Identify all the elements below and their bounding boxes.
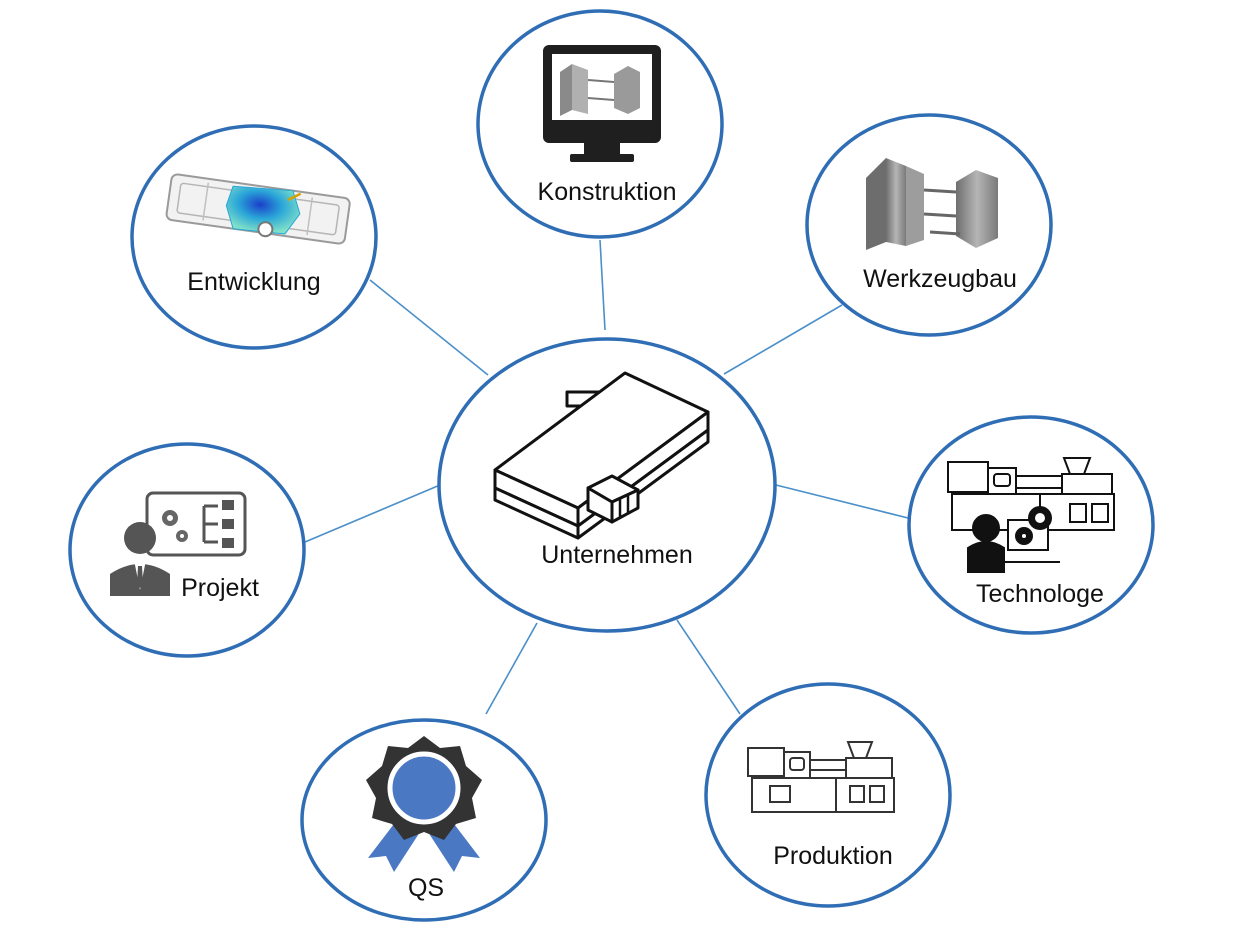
simulation-part-icon	[165, 173, 351, 245]
qs-label: QS	[408, 874, 444, 902]
produktion-label: Produktion	[773, 842, 893, 870]
cad-monitor-icon	[543, 45, 661, 162]
connector-konstruktion	[599, 239, 606, 331]
center-label: Unternehmen	[541, 541, 692, 569]
connector-technologe	[775, 484, 909, 519]
konstruktion-label: Konstruktion	[538, 178, 677, 206]
building-icon	[493, 371, 710, 540]
projekt-label: Projekt	[181, 574, 259, 602]
injection-machine-icon	[747, 741, 895, 813]
technologist-icon	[947, 457, 1115, 573]
connector-werkzeugbau	[723, 304, 843, 375]
project-manager-icon	[110, 491, 247, 596]
quality-badge-icon	[366, 736, 482, 872]
ring-werkzeugbau	[805, 113, 1053, 337]
entwicklung-label: Entwicklung	[187, 268, 320, 296]
werkzeugbau-label: Werkzeugbau	[863, 265, 1017, 293]
connector-projekt	[304, 484, 441, 543]
connector-lines	[304, 239, 909, 715]
technologe-label: Technologe	[976, 580, 1104, 608]
mold-icon	[866, 158, 998, 250]
connector-produktion	[676, 619, 741, 715]
connector-qs	[485, 622, 538, 715]
connector-entwicklung	[369, 279, 489, 376]
